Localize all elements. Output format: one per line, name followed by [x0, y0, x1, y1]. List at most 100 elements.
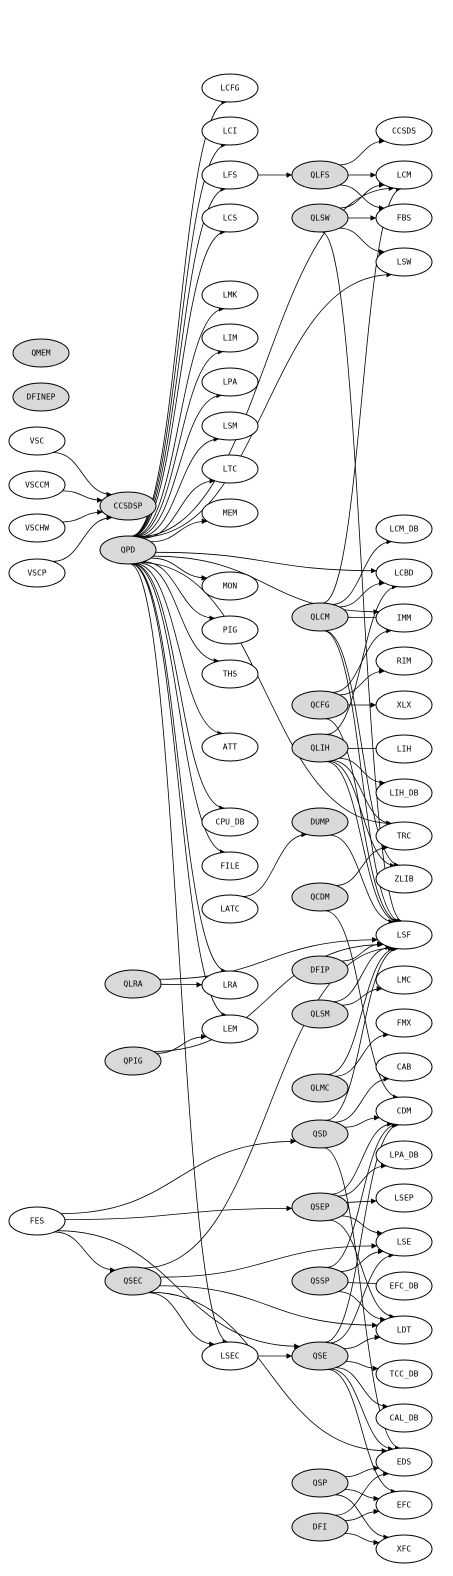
node-qlmc-label: QLMC — [310, 1084, 329, 1093]
node-fbs-label: FBS — [397, 214, 412, 223]
edge-qpd-to-lcs — [132, 229, 226, 537]
node-vschw-shape — [8, 513, 66, 543]
node-qmem: QMEM — [12, 338, 70, 368]
node-qpig-shape — [104, 1046, 162, 1076]
node-qlcm: QLCM — [291, 602, 349, 632]
edge-fes-to-qsep — [64, 1205, 293, 1221]
edge-qpig-to-lem — [156, 1033, 207, 1054]
node-trc-label: TRC — [397, 832, 412, 841]
node-fes-shape — [8, 1206, 66, 1236]
node-fes-label: FES — [30, 1217, 45, 1226]
node-lsw: LSW — [375, 247, 433, 277]
node-qlsm: QLSM — [291, 999, 349, 1029]
edge-qsep-to-lse — [341, 1215, 383, 1236]
node-qsep-label: QSEP — [310, 1203, 329, 1212]
node-lih-db-shape — [375, 778, 433, 808]
edge-qlfs-to-ccsds — [339, 138, 385, 166]
node-efc-shape — [375, 1490, 433, 1520]
edge-qpd-to-mon — [150, 557, 208, 581]
node-imm-label: IMM — [397, 614, 412, 623]
node-eds-label: EDS — [397, 1458, 412, 1467]
node-dfip-label: DFIP — [310, 966, 329, 975]
edge-dump-to-lsf — [329, 834, 395, 925]
edge-qlih-to-lsf — [326, 761, 398, 925]
node-qlih-label: QLIH — [310, 744, 329, 753]
edge-qpd-to-file — [132, 563, 226, 855]
node-lsep: LSEP — [375, 1183, 433, 1213]
node-cab-label: CAB — [397, 1063, 412, 1072]
node-lse-shape — [375, 1227, 433, 1257]
node-fmx: FMX — [375, 1008, 433, 1038]
node-vscp-label: VSCP — [27, 569, 46, 578]
node-qlcm-shape — [291, 602, 349, 632]
node-lfs: LFS — [201, 160, 259, 190]
edge-vsc-to-ccsdsp — [53, 452, 112, 498]
node-lcm-db-shape — [375, 514, 433, 544]
edge-qsep-to-ldt — [329, 1219, 395, 1320]
node-lra-label: LRA — [223, 981, 238, 990]
node-ccsdsp-label: CCSDSP — [114, 502, 143, 511]
node-qlfs-shape — [291, 160, 349, 190]
node-xfc: XFC — [375, 1534, 433, 1564]
node-cal-db-shape — [375, 1403, 433, 1433]
edge-qsec-to-ldt — [159, 1285, 378, 1329]
node-lih-label: LIH — [397, 745, 412, 754]
node-qsd-label: QSD — [313, 1130, 328, 1139]
edge-qsec-to-lsf — [143, 945, 394, 1269]
node-mem-shape — [201, 498, 259, 528]
node-lcbd-label: LCBD — [394, 569, 413, 578]
node-lpa: LPA — [201, 367, 259, 397]
node-dump: DUMP — [291, 807, 349, 837]
edge-fes-to-qse — [57, 1230, 300, 1350]
node-cab: CAB — [375, 1052, 433, 1082]
node-vschw: VSCHW — [8, 513, 66, 543]
node-pig-shape — [201, 615, 259, 645]
node-mon: MON — [201, 571, 259, 601]
node-imm: IMM — [375, 603, 433, 633]
node-dfi: DFI — [291, 1512, 349, 1542]
node-qlra-label: QLRA — [123, 980, 142, 989]
edge-qse-to-cdm — [324, 1122, 400, 1343]
node-qse: QSE — [291, 1341, 349, 1371]
edge-qssp-to-cdm — [326, 1121, 398, 1268]
node-lsw-shape — [375, 247, 433, 277]
edge-qsec-to-lse — [159, 1243, 378, 1278]
edge-qlcm-to-lcm-db — [332, 538, 392, 605]
node-lra: LRA — [201, 970, 259, 1000]
node-xfc-shape — [375, 1534, 433, 1564]
node-ltc-label: LTC — [223, 465, 238, 474]
edge-qpd-to-att — [135, 563, 223, 737]
edge-qlsm-to-lmc — [341, 986, 383, 1006]
node-lsf-label: LSF — [397, 931, 412, 940]
node-qsp-shape — [291, 1468, 349, 1498]
node-lsf: LSF — [375, 920, 433, 950]
node-xlx-shape — [375, 690, 433, 720]
node-qlfs-label: QLFS — [310, 171, 329, 180]
edge-qcdm-to-trc — [335, 844, 389, 886]
node-rim: RIM — [375, 646, 433, 676]
edge-qssp-to-ldt — [338, 1291, 386, 1323]
node-qmem-shape — [12, 338, 70, 368]
node-lcm: LCM — [375, 160, 433, 190]
node-att-label: ATT — [223, 743, 238, 752]
node-lih-shape — [375, 734, 433, 764]
node-rim-label: RIM — [397, 657, 412, 666]
node-trc-shape — [375, 821, 433, 851]
node-att-shape — [201, 732, 259, 762]
edge-qsec-to-eds — [149, 1291, 388, 1454]
edge-qcfg-to-lsf — [325, 718, 399, 924]
node-lcm-db-label: LCM_DB — [390, 525, 419, 534]
node-lmc: LMC — [375, 965, 433, 995]
node-lsw-label: LSW — [397, 258, 412, 267]
node-lmk-label: LMK — [223, 291, 238, 300]
node-tcc-db: TCC_DB — [375, 1359, 433, 1389]
edge-qpd-to-lra — [131, 563, 227, 974]
edge-fes-to-qsd — [60, 1138, 297, 1215]
node-lsec-label: LSEC — [220, 1352, 239, 1361]
node-qsp-label: QSP — [313, 1479, 328, 1488]
node-cdm-label: CDM — [397, 1107, 412, 1116]
edge-dfip-to-lsf — [341, 941, 383, 962]
node-cab-shape — [375, 1052, 433, 1082]
edge-fes-to-qsec — [54, 1231, 116, 1273]
